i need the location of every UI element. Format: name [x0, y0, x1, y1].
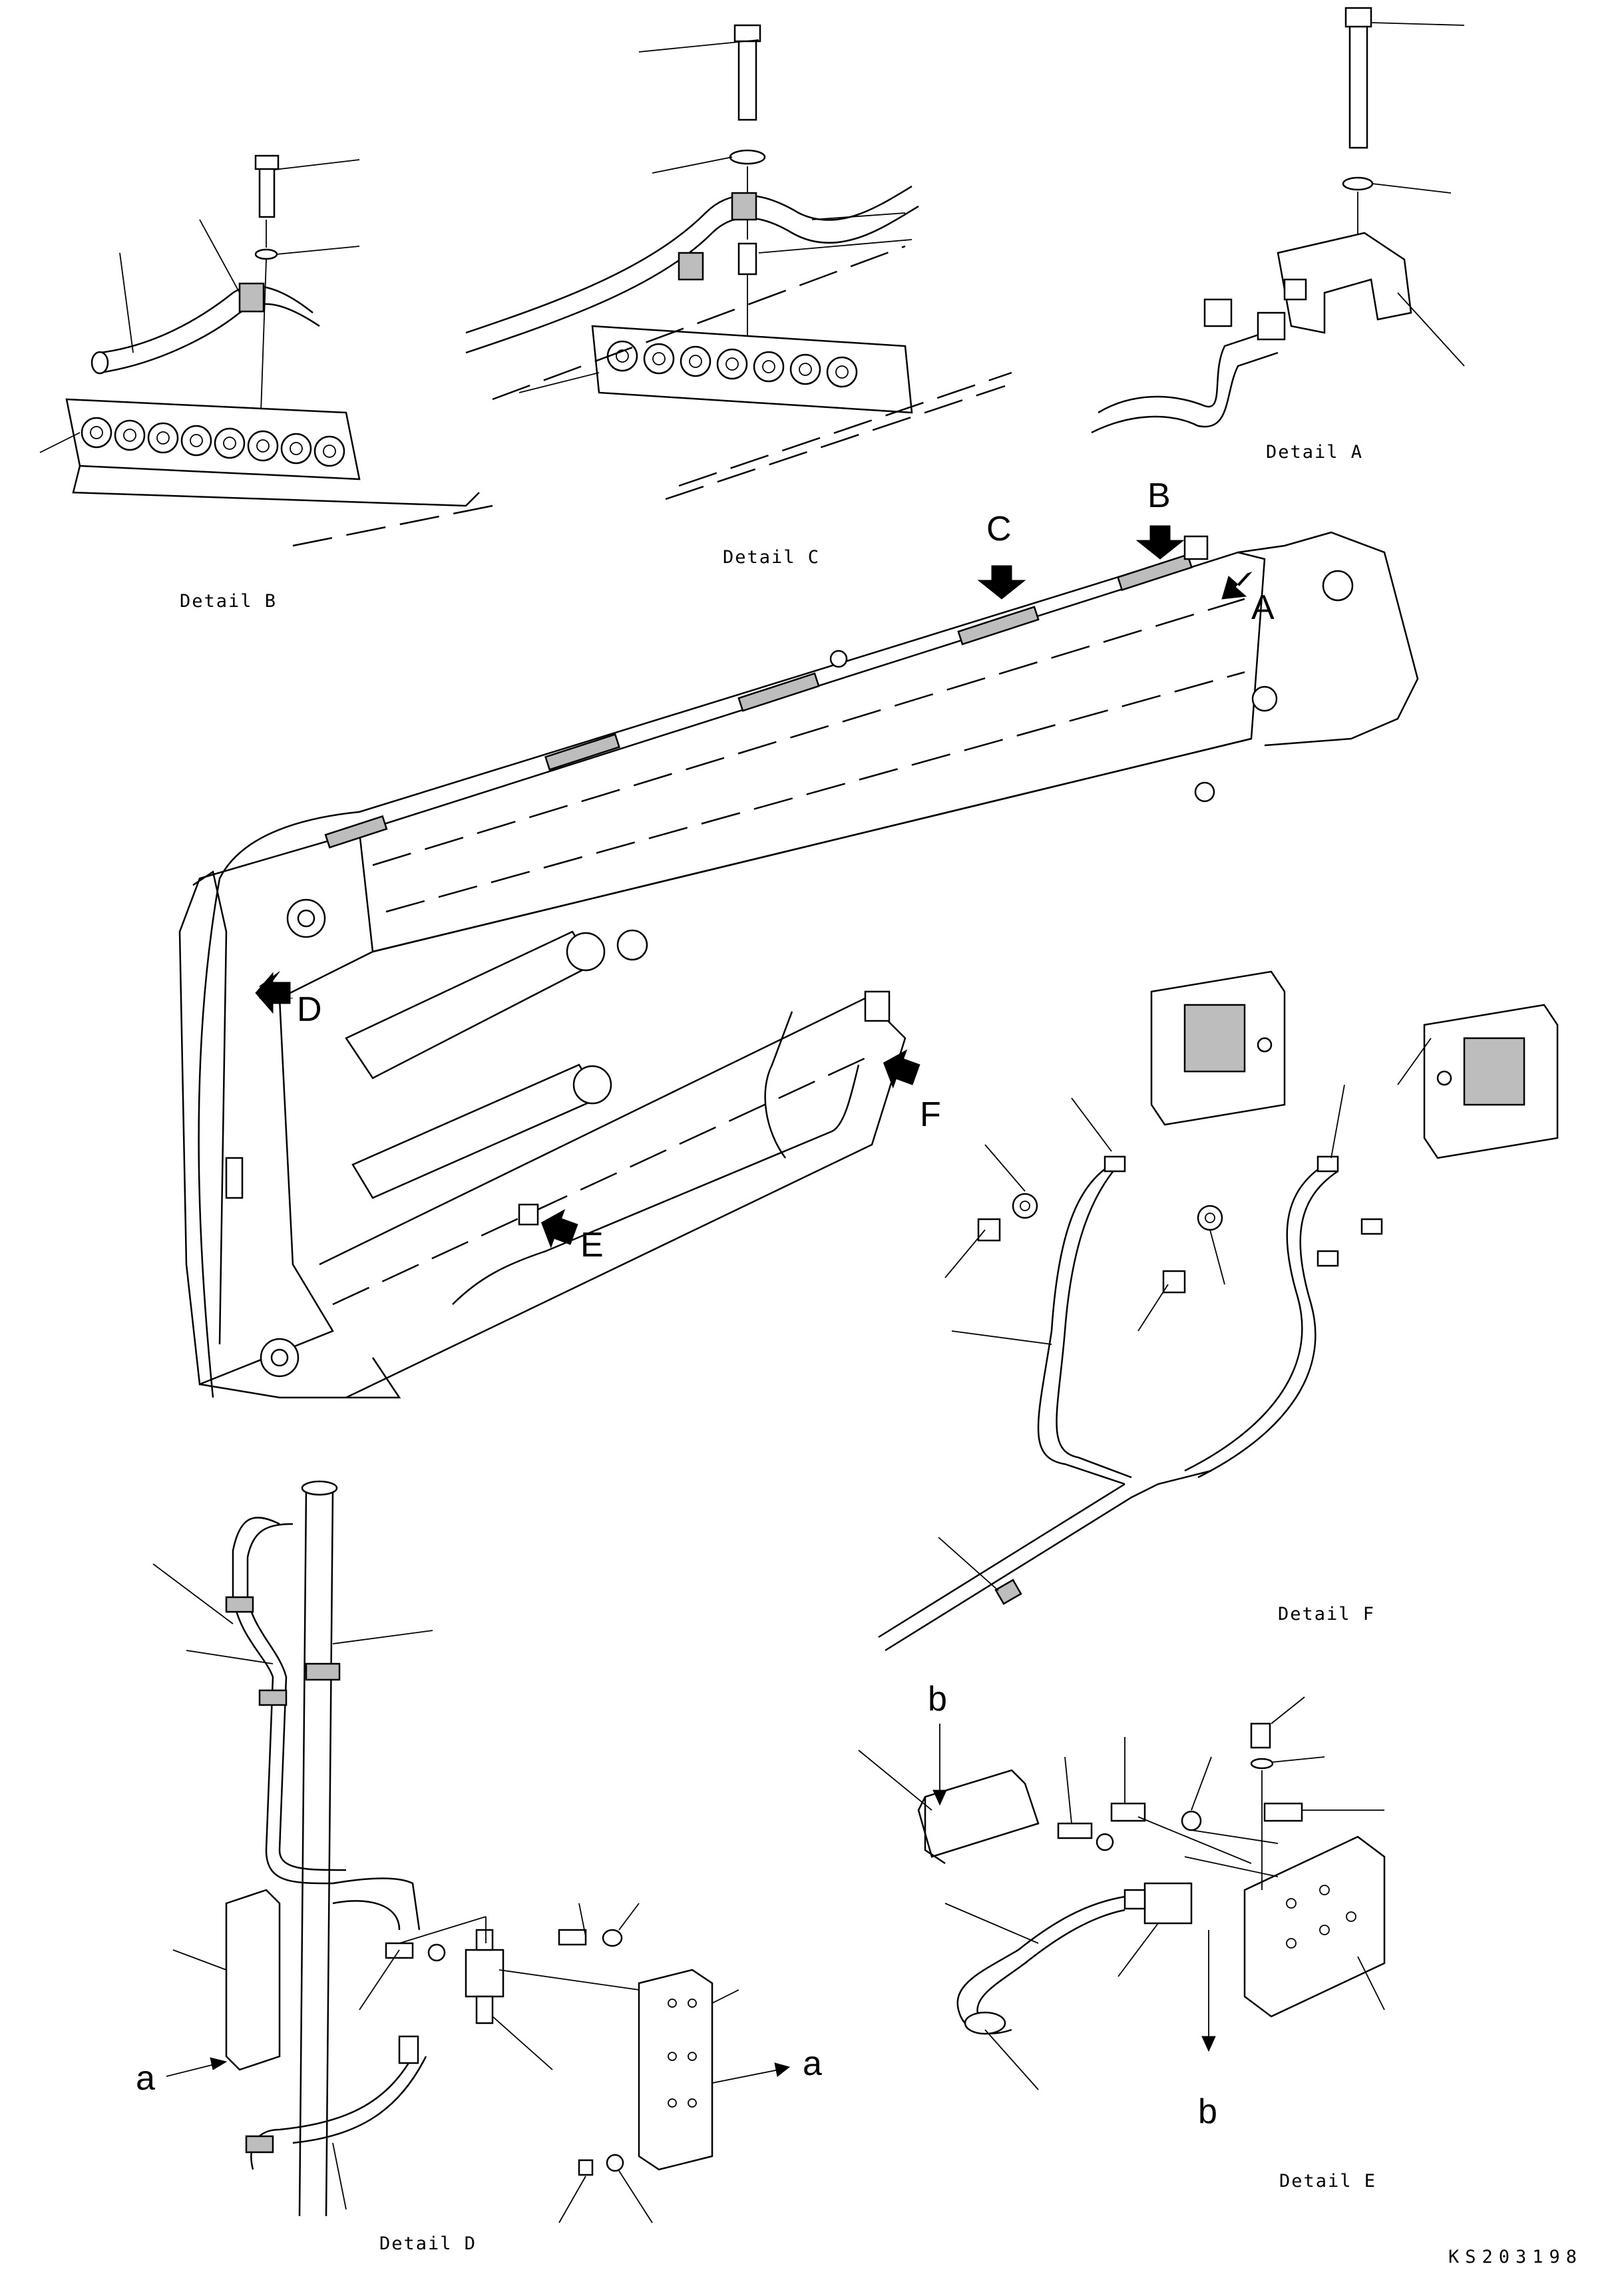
detail-e-label: Detail E	[1279, 2171, 1376, 2191]
view-letter-a: A	[1251, 588, 1275, 627]
detail-a-label: Detail A	[1266, 442, 1363, 463]
view-arrow-d	[255, 971, 293, 1014]
section-mark-b-lower: b	[1198, 2092, 1217, 2131]
view-arrow-e	[540, 1209, 578, 1248]
detail-f-label: Detail F	[1278, 1604, 1375, 1624]
section-mark-a-upper: a	[803, 2044, 822, 2083]
boom-arm-illustration	[178, 531, 1419, 1399]
detail-c-label: Detail C	[723, 547, 820, 568]
detail-f-illustration	[878, 970, 1559, 1652]
view-arrow-b	[1135, 525, 1185, 560]
view-letter-e: E	[580, 1226, 604, 1264]
view-arrow-c	[977, 565, 1026, 600]
detail-b-label: Detail B	[180, 591, 277, 612]
figure-code: KS203198	[1448, 2247, 1583, 2267]
detail-b-illustration	[39, 154, 493, 547]
detail-a-illustration	[1091, 7, 1465, 434]
view-letter-b: B	[1147, 476, 1171, 515]
view-arrow-a	[1221, 571, 1253, 600]
detail-e-illustration	[858, 1696, 1386, 2090]
section-mark-b-upper: b	[928, 1680, 947, 1718]
detail-d-label: Detail D	[379, 2233, 477, 2254]
section-mark-a-lower: a	[136, 2059, 155, 2098]
detail-c-illustration	[465, 24, 1012, 500]
view-letter-c: C	[986, 510, 1012, 548]
detail-d-illustration	[152, 1480, 791, 2223]
view-letter-f: F	[920, 1095, 941, 1134]
view-letter-d: D	[297, 990, 322, 1029]
view-arrow-f	[883, 1049, 920, 1089]
